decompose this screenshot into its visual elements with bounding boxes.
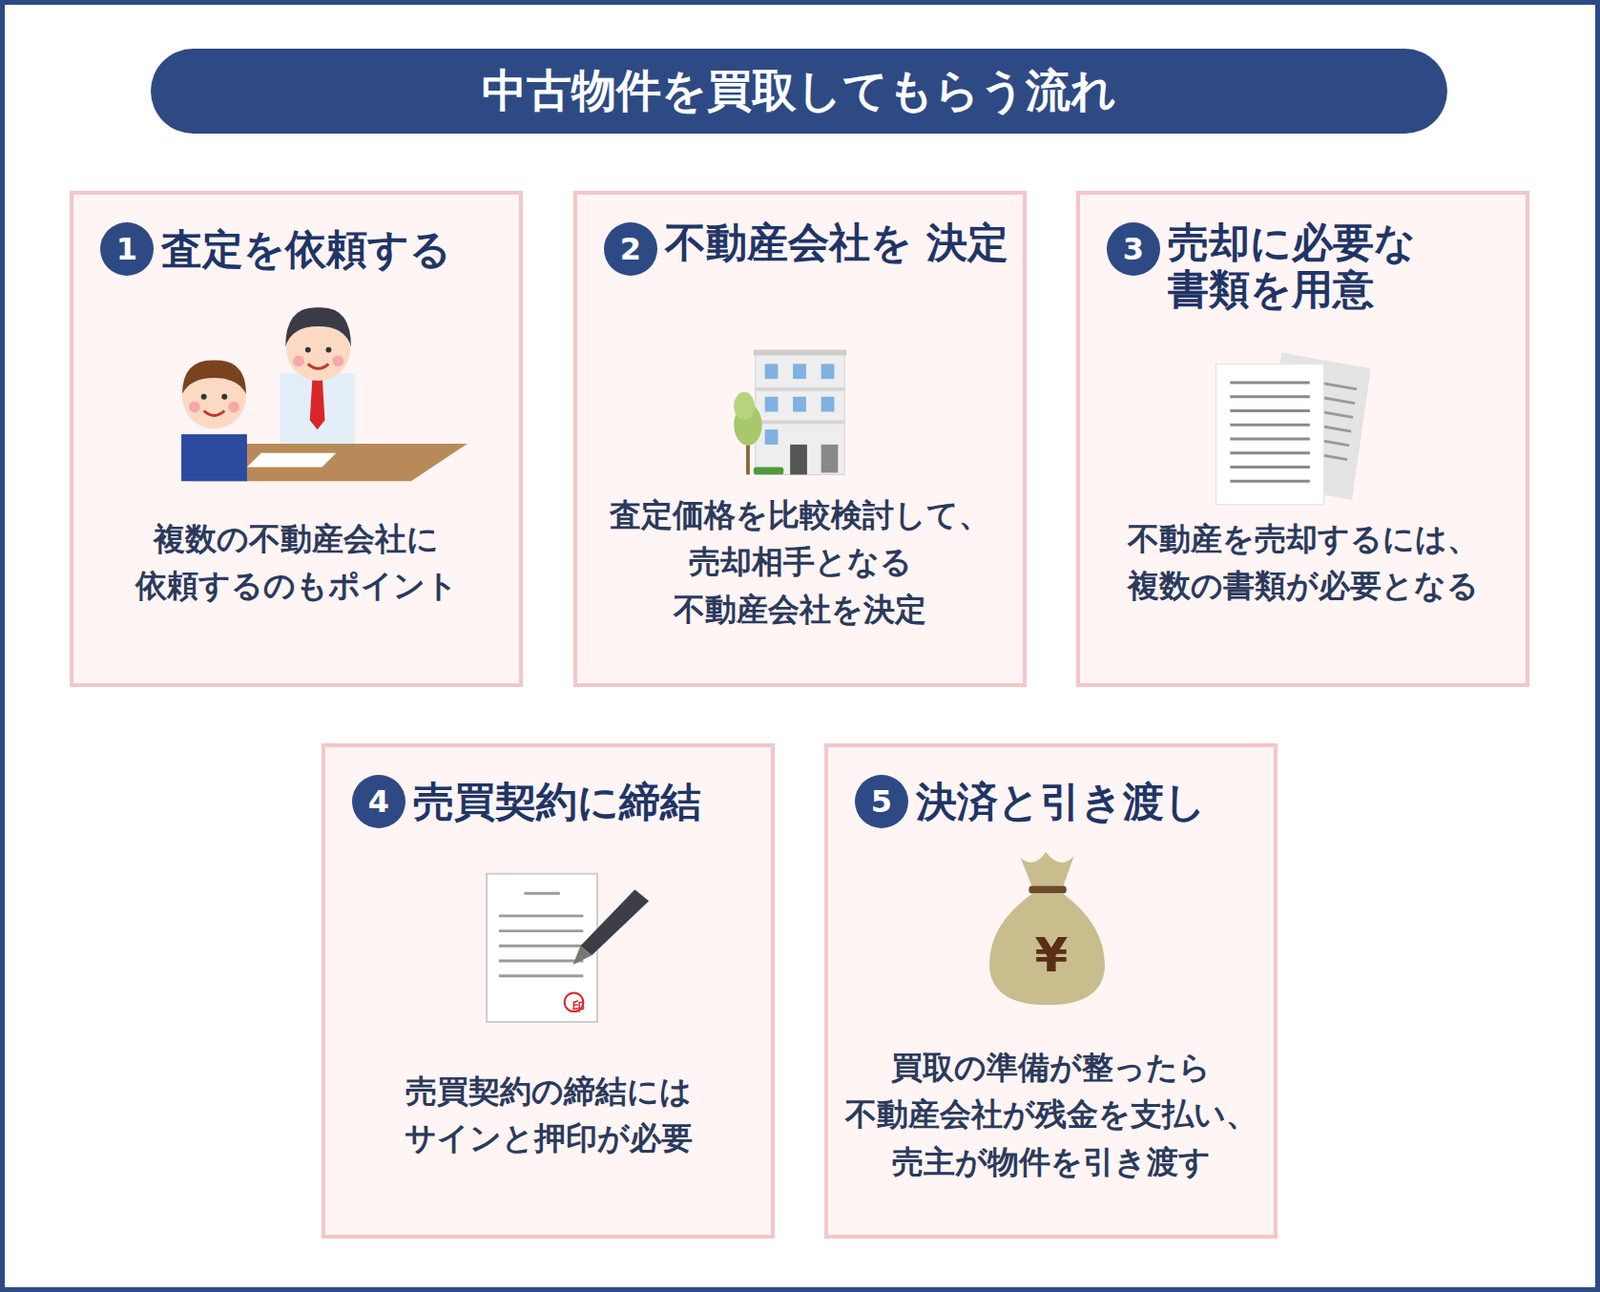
step-number: 3 (1106, 222, 1161, 276)
step-box: 査定を依頼する複数の不動産会社に 依頼するのもポイント 1 (69, 190, 523, 687)
step-box: 売買契約に締結売買契約の締結には サインと押印が必要 4 印 (321, 743, 775, 1239)
body-area: 売買契約の締結には サインと押印が必要 (334, 1033, 762, 1196)
title-banner: 中古物件を買取してもらう流れ (150, 48, 1448, 134)
step-box: 不動産会社を 決定査定価格を比較検討して、 売却相手となる 不動産会社を決定 2 (573, 190, 1027, 687)
body-area: 複数の不動産会社に 依頼するのもポイント (83, 480, 510, 644)
step-box: 決済と引き渡し買取の準備が整ったら 不動産会社が残金を支払い、 売主が物件を引き… (824, 743, 1278, 1239)
step-heading: 売却に必要な 書類を用意 (1167, 219, 1513, 314)
step-heading: 不動産会社を 決定 (664, 219, 1010, 267)
step-description: 査定価格を比較検討して、 売却相手となる 不動産会社を決定 (586, 491, 1014, 634)
step-heading: 査定を依頼する (161, 226, 506, 273)
step-number: 4 (352, 774, 406, 829)
body-area: 買取の準備が整ったら 不動産会社が残金を支払い、 売主が物件を引き渡す (837, 1033, 1265, 1196)
step-description: 複数の不動産会社に 依頼するのもポイント (83, 515, 510, 610)
stamp-mark: 印 (568, 997, 588, 1017)
yen-symbol: ¥ (1022, 926, 1081, 984)
step-number: 1 (100, 222, 154, 276)
step-description: 不動産を売却するには、 複数の書類が必要となる (1089, 515, 1517, 610)
step-description: 売買契約の締結には サインと押印が必要 (334, 1067, 762, 1163)
step-box: 売却に必要な 書類を用意不動産を売却するには、 複数の書類が必要となる 3 (1076, 190, 1530, 687)
step-description: 買取の準備が整ったら 不動産会社が残金を支払い、 売主が物件を引き渡す (837, 1043, 1265, 1186)
step-heading: 決済と引き渡し (915, 778, 1261, 826)
body-area: 不動産を売却するには、 複数の書類が必要となる (1089, 480, 1517, 644)
step-number: 2 (603, 222, 658, 276)
step-heading: 売買契約に締結 (413, 778, 758, 826)
step-number: 5 (854, 774, 909, 829)
body-area: 査定価格を比較検討して、 売却相手となる 不動産会社を決定 (586, 480, 1014, 644)
